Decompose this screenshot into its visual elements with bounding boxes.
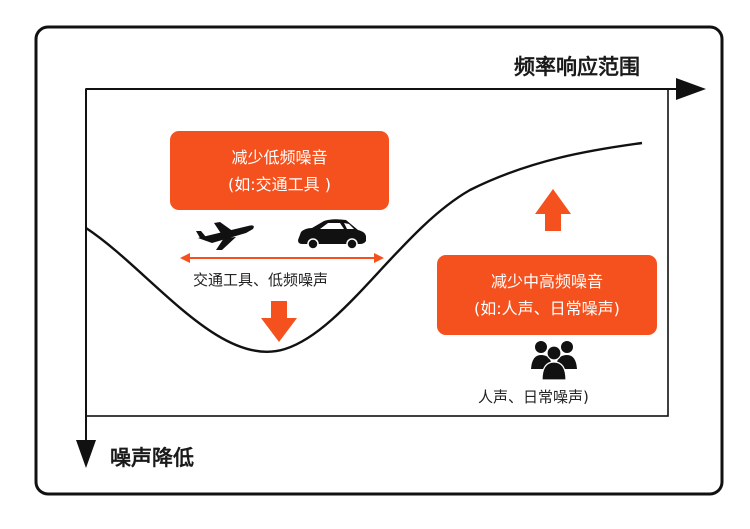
- outer-frame: [34, 25, 724, 496]
- callout-low-line2: (如:交通工具 ): [228, 174, 331, 194]
- callout-low-line1: 减少低频噪音: [231, 147, 328, 167]
- callout-high-line2: (如:人声、日常噪声): [474, 299, 620, 318]
- callout-high-line1: 减少中高频噪音: [490, 272, 603, 291]
- low-source-label: 交通工具、低频噪声: [193, 271, 329, 289]
- y-axis-label: 噪声降低: [110, 446, 194, 470]
- car-icon: [298, 219, 366, 250]
- people-icon: [531, 341, 577, 381]
- double-arrow-icon: [180, 253, 384, 263]
- x-axis-arrowhead-icon: [676, 78, 706, 100]
- callout-low-frequency: 减少低频噪音 (如:交通工具 ): [170, 131, 389, 210]
- high-source-label: 人声、日常噪声): [478, 388, 589, 406]
- arrow-down-icon: [261, 301, 297, 342]
- callout-high-frequency: 减少中高频噪音 (如:人声、日常噪声): [437, 255, 657, 335]
- x-axis-label: 频率响应范围: [514, 55, 640, 79]
- airplane-icon: [196, 222, 254, 250]
- response-curve: [85, 141, 643, 353]
- y-axis-arrowhead-icon: [76, 440, 96, 468]
- arrow-up-icon: [535, 189, 571, 231]
